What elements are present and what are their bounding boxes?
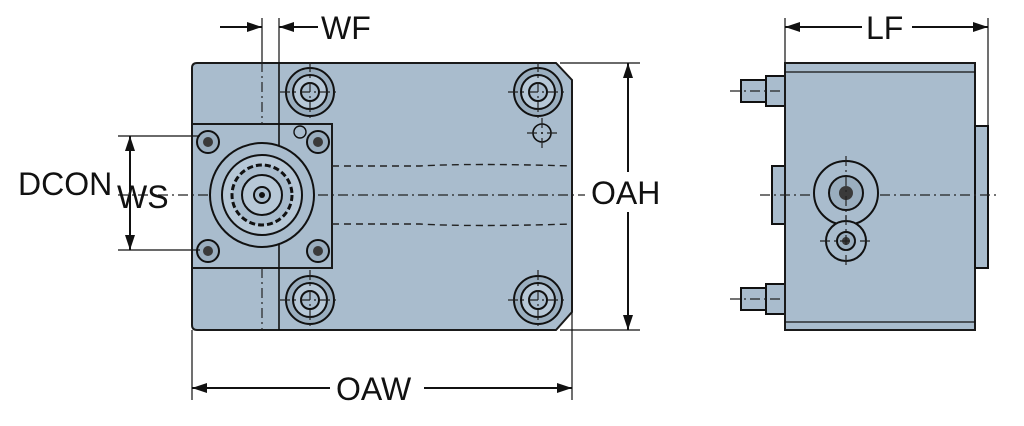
dimension-lf: LF [784,10,989,126]
oaw-label: OAW [336,371,412,407]
dimension-oah: OAH [560,62,660,331]
oah-label: OAH [591,175,660,211]
ws-label: WS [117,179,169,215]
pin-hole [527,118,557,150]
bolt-top-right [508,62,568,122]
side-port-upper [813,156,879,230]
collet [209,142,315,248]
lf-label: LF [866,10,903,46]
dimension-wf: WF [220,10,371,46]
flange-screw-top-right [306,130,330,154]
flange-small-hole [293,125,307,139]
bolt-bottom-left [280,270,340,330]
dimension-oaw: OAW [191,312,573,407]
flange-screw-top-left [196,130,220,154]
hidden-bore-bottom [332,223,573,227]
hidden-bore-top [332,163,573,167]
side-port-lower [820,215,872,268]
dcon-label: DCON [18,166,112,202]
wf-label: WF [321,10,371,46]
dimension-dcon: DCON WS [18,135,200,251]
bolt-top-left [280,62,340,122]
flange-screw-bottom-left [196,239,220,263]
side-face-plate [974,125,989,269]
front-view [118,18,585,331]
flange-screw-bottom-right [306,239,330,263]
bolt-bottom-right [508,270,568,330]
side-view [730,62,1000,331]
